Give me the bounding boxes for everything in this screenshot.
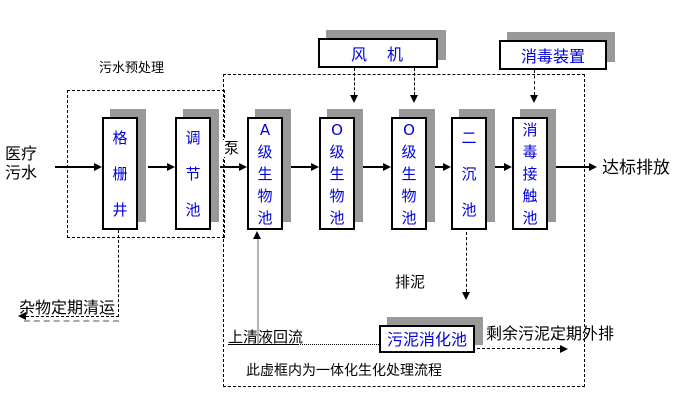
excess-sludge-arrow bbox=[560, 344, 568, 353]
disinfection-device-box: 消毒装置 bbox=[499, 40, 607, 70]
air-supply-arrow-1 bbox=[350, 95, 358, 103]
flow-line-a-to-o1 bbox=[291, 166, 311, 168]
blower-box: 风 机 bbox=[318, 38, 438, 68]
sludge-digester-label: 污泥消化池 bbox=[386, 326, 467, 352]
air-supply-line-2 bbox=[414, 68, 415, 95]
flow-arrow-effluent bbox=[589, 162, 597, 171]
supernatant-dotted-line bbox=[297, 344, 379, 345]
disinfection-contact-tank: 消 毒 接 触 池 bbox=[512, 117, 548, 230]
flow-arrow-influent bbox=[94, 162, 102, 171]
a-stage-bio-tank: A 级 生 物 池 bbox=[247, 117, 283, 230]
frame-note-label: 此虚框内为一体化生化处理流程 bbox=[246, 363, 442, 379]
regulating-tank: 调 节 池 bbox=[175, 117, 211, 230]
pump-label: 泵 bbox=[223, 139, 241, 158]
debris-removal-arrow bbox=[18, 312, 26, 320]
o-stage-bio-tank-1-label: O 级 生 物 池 bbox=[329, 120, 345, 227]
flow-arrow-a-to-o1 bbox=[311, 162, 319, 171]
disinfection-contact-tank-label: 消 毒 接 触 池 bbox=[522, 120, 538, 227]
air-supply-arrow-2 bbox=[410, 95, 418, 103]
flow-line-influent bbox=[55, 166, 94, 168]
integrated-biochemical-frame bbox=[223, 74, 585, 387]
disinfection-device-label: 消毒装置 bbox=[520, 47, 585, 66]
flow-line-regulating-to-a bbox=[220, 166, 239, 168]
flow-arrow-regulating-to-a bbox=[239, 162, 247, 171]
blower-label: 风 机 bbox=[350, 45, 405, 64]
regulating-tank-label: 调 节 池 bbox=[185, 128, 201, 219]
o-stage-bio-tank-2-label: O 级 生 物 池 bbox=[401, 120, 417, 227]
grid-well-label: 格 栅 井 bbox=[112, 128, 128, 219]
supernatant-underline bbox=[228, 344, 297, 345]
o-stage-bio-tank-1: O 级 生 物 池 bbox=[319, 117, 355, 230]
secondary-sedimentation-tank: 二 沉 池 bbox=[451, 117, 487, 230]
excess-sludge-label: 剩余污泥定期外排 bbox=[486, 324, 615, 343]
effluent-label: 达标排放 bbox=[602, 158, 670, 178]
a-stage-bio-tank-label: A 级 生 物 池 bbox=[257, 120, 273, 227]
pretreatment-title: 污水预处理 bbox=[99, 61, 165, 76]
flow-arrow-sed-to-contact bbox=[504, 162, 512, 171]
flow-line-grid-to-regulating bbox=[148, 166, 167, 168]
debris-removal-line bbox=[26, 316, 119, 317]
flow-line-effluent bbox=[556, 166, 589, 168]
disinfectant-feed-line bbox=[534, 70, 535, 95]
sludge-drain-line bbox=[466, 232, 467, 292]
sludge-digester-box: 污泥消化池 bbox=[379, 325, 475, 353]
flow-arrow-o2-to-sed bbox=[443, 162, 451, 171]
supernatant-return-label: 上清液回流 bbox=[228, 328, 304, 346]
flow-arrow-o1-to-o2 bbox=[383, 162, 391, 171]
debris-removal-label: 杂物定期清运 bbox=[19, 298, 116, 317]
excess-sludge-line bbox=[477, 348, 560, 349]
grid-well-tank: 格 栅 井 bbox=[102, 117, 138, 230]
sludge-drain-arrow bbox=[462, 292, 470, 300]
flow-arrow-grid-to-regulating bbox=[167, 162, 175, 171]
disinfectant-feed-arrow bbox=[530, 95, 538, 103]
debris-drop-line bbox=[118, 230, 119, 317]
flow-line-o2-to-sed bbox=[434, 166, 443, 168]
supernatant-return-riser bbox=[257, 239, 259, 345]
debris-removal-line-shadow bbox=[24, 320, 119, 322]
pretreatment-frame bbox=[67, 90, 225, 238]
air-supply-line-1 bbox=[354, 68, 355, 95]
sludge-discharge-label: 排泥 bbox=[395, 273, 426, 291]
flow-line-o1-to-o2 bbox=[363, 166, 383, 168]
o-stage-bio-tank-2: O 级 生 物 池 bbox=[391, 117, 427, 230]
supernatant-return-arrow bbox=[253, 231, 261, 239]
flow-line-sed-to-contact bbox=[489, 166, 504, 168]
influent-label: 医疗 污水 bbox=[5, 144, 38, 182]
secondary-sedimentation-tank-label: 二 沉 池 bbox=[461, 128, 477, 219]
